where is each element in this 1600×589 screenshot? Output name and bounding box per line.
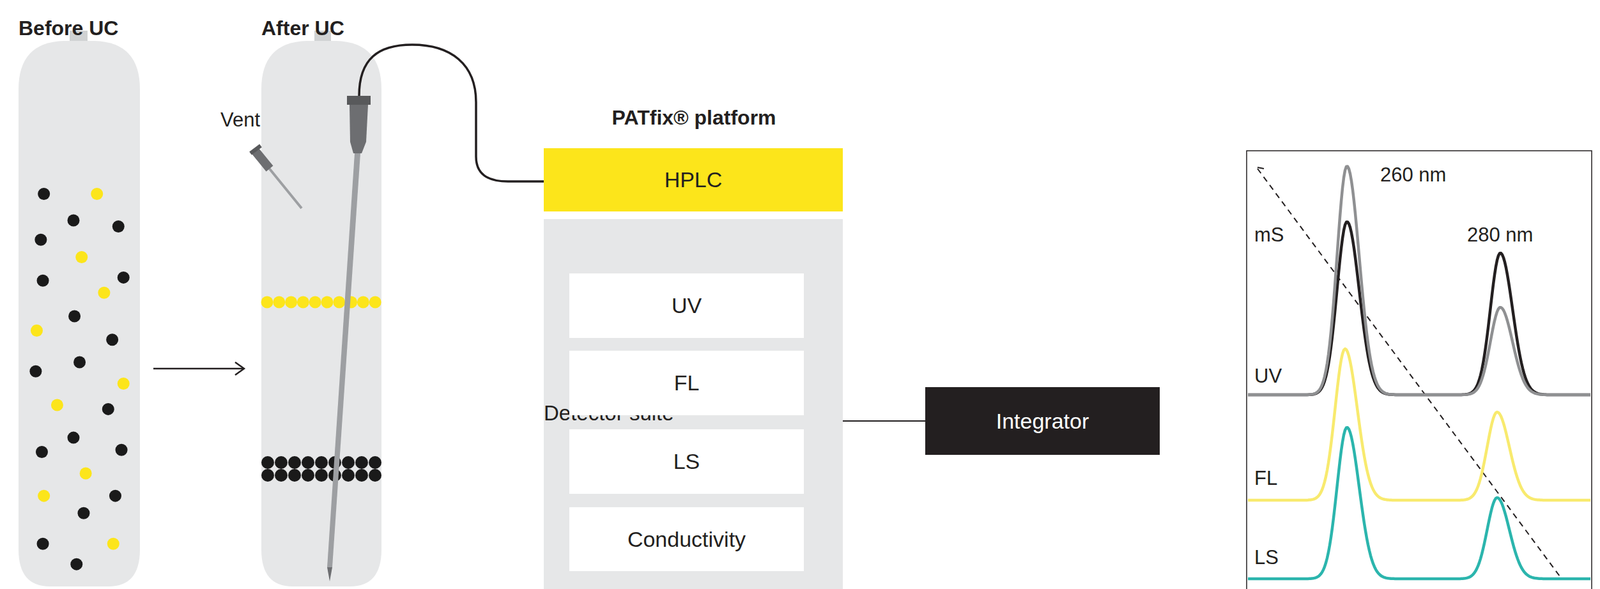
detector-box: FL [569,350,804,416]
dark-band [288,456,301,470]
dark-particle [77,507,90,520]
dark-particle [102,403,115,416]
conductivity-gradient [1257,168,1562,579]
label: UV [1254,364,1282,388]
tube-after [261,40,382,587]
dark-particle [34,233,47,247]
light-band [297,296,310,309]
process-box: HPLC [543,148,843,212]
dark-band [261,456,275,470]
trace [1247,166,1591,396]
vent-hub [255,151,270,169]
dark-particle [106,333,119,346]
dark-band [341,469,355,482]
dark-particle [37,538,50,551]
dark-particle [37,187,50,200]
gradient-tick [1257,167,1264,169]
particle-bands [261,296,383,483]
label: Before UC [18,16,119,41]
light-particle [79,467,93,480]
node-text: FL [674,370,700,396]
group-panel: Detector suiteUVFLLSConductivity [543,219,843,589]
dark-band [261,469,275,482]
dark-band [315,469,328,482]
light-particle [97,286,110,300]
dark-band [368,456,382,470]
label: PATfix® platform [611,106,776,130]
light-band [261,296,274,309]
cable [359,44,544,182]
node-text: UV [671,293,702,319]
tube-before [18,40,140,587]
light-band [332,296,346,309]
dark-band [315,456,328,470]
dark-particle [115,444,128,457]
dark-particle [73,355,86,369]
chart-frame [1246,150,1592,589]
label: LS [1254,546,1279,570]
light-band [369,296,382,309]
light-band [321,296,334,309]
integrator-box: Integrator [925,387,1160,455]
needle-hub [346,95,371,105]
light-particle [90,187,103,200]
dark-particle [35,446,48,459]
dark-band [368,469,382,482]
dark-particle [67,431,80,445]
dark-particle [29,365,42,378]
light-particle [51,399,64,412]
dark-band [301,469,315,482]
dark-band [274,456,288,470]
light-particle [117,377,130,390]
light-particle [30,324,43,337]
label: mS [1254,223,1285,247]
dark-band [274,469,288,482]
needle [327,153,361,568]
light-band [309,296,322,309]
needle-hub [349,104,369,154]
vent-needle [268,167,302,209]
dark-particle [37,274,50,287]
dark-particle [109,490,122,503]
dark-band [301,456,315,470]
light-band [357,296,370,309]
label: 280 nm [1467,223,1533,247]
trace [1247,348,1591,501]
node-text: LS [673,449,701,475]
arrow-head [235,362,245,376]
label: 260 nm [1380,163,1447,187]
dark-particle [67,214,80,227]
light-band [272,296,285,309]
dark-particle [112,220,125,233]
trace [1247,427,1591,579]
detector-box: LS [569,429,804,494]
light-band [284,296,298,309]
needle-tip [327,567,333,582]
dark-band [355,456,369,470]
dark-band [341,456,355,470]
trace [1247,221,1591,395]
process-arrow [153,368,243,370]
dark-band [355,469,369,482]
label: After UC [261,16,345,41]
node-text: Conductivity [627,527,746,553]
dark-particle [68,310,81,323]
dark-particle [70,558,83,571]
label: Vent [220,108,261,132]
light-particle [37,490,50,503]
particles [29,187,130,571]
light-particle [75,251,88,264]
dark-band [288,469,301,482]
label: FL [1254,467,1278,491]
chromatogram [1246,150,1592,589]
light-particle [107,538,120,551]
vent-hub [250,145,261,154]
dark-particle [117,271,130,284]
node-text: HPLC [664,167,723,193]
node-text: Integrator [996,408,1090,434]
detector-box: UV [569,273,804,339]
detector-box: Conductivity [569,507,804,572]
